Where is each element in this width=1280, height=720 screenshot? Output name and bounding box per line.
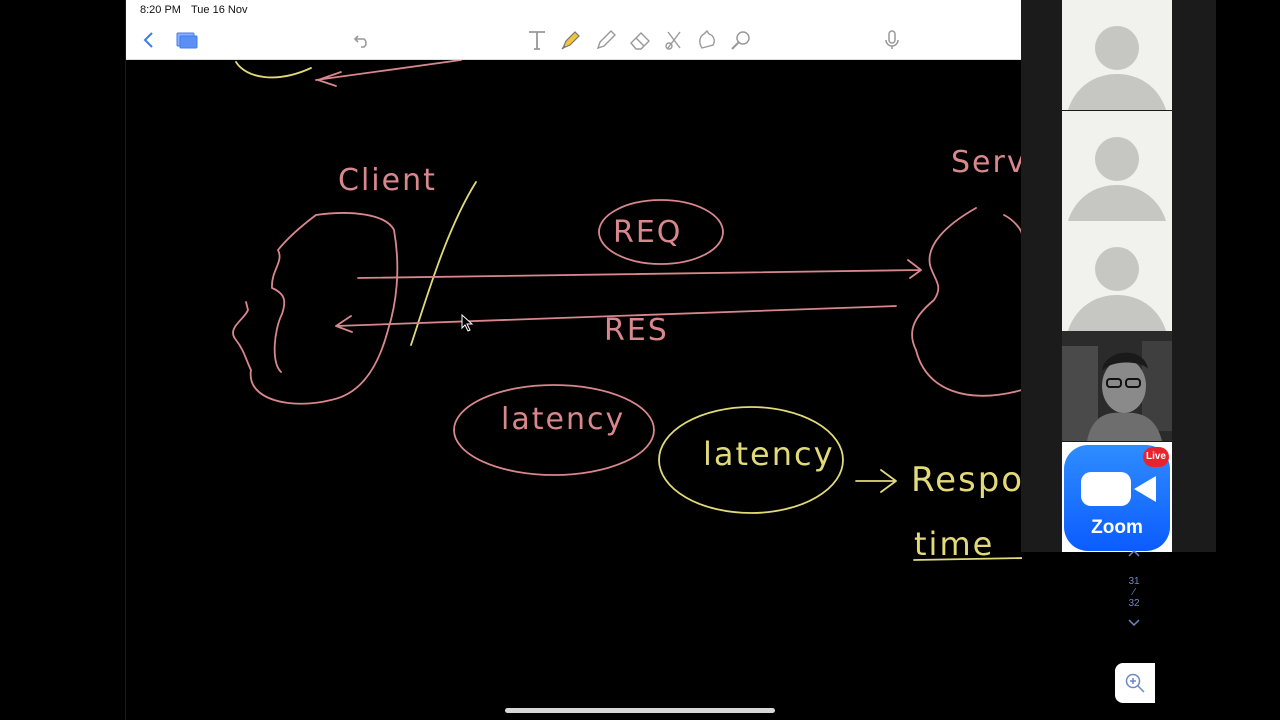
avatar-body (1066, 185, 1168, 221)
lasso-icon (665, 31, 681, 50)
avatar-body (1066, 295, 1168, 331)
status-time: 8:20 PM (140, 4, 181, 16)
participant-tile-3[interactable] (1062, 221, 1172, 331)
page-separator: ⁄ (1133, 587, 1135, 598)
ink-drawing (232, 60, 1022, 561)
participant-tile-1[interactable] (1062, 0, 1172, 110)
page-current: 31 (1128, 576, 1140, 587)
pen-button[interactable] (592, 26, 620, 54)
zoom-in-button[interactable] (1115, 663, 1155, 703)
client-head-outline (232, 212, 399, 405)
zoom-in-icon (1125, 673, 1145, 693)
pages-icon (176, 32, 198, 49)
label-time: time (914, 525, 995, 563)
latency-circle-pink (453, 384, 655, 476)
status-date: Tue 16 Nov (191, 4, 248, 16)
mouse-cursor-icon (461, 314, 474, 332)
request-arrow (357, 259, 922, 279)
label-req: REQ (613, 215, 683, 250)
ink-arrow-top (315, 60, 462, 87)
chevron-down-icon[interactable] (1124, 619, 1144, 630)
zoom-camera-lens (1134, 476, 1156, 502)
microphone-icon (885, 30, 899, 49)
text-tool-button[interactable] (523, 26, 551, 54)
avatar-head (1095, 26, 1139, 70)
zoom-tool-button[interactable] (727, 26, 755, 54)
back-button[interactable] (135, 26, 163, 54)
lasso-button[interactable] (660, 26, 688, 54)
latency-circle-yellow (658, 406, 844, 514)
avatar-body (1066, 74, 1168, 110)
chevron-up-icon[interactable] (1124, 549, 1144, 560)
text-tool-icon (529, 31, 545, 50)
shape-icon (699, 29, 715, 49)
page-indicator[interactable]: 31 ⁄ 32 (1124, 545, 1144, 655)
back-icon (143, 32, 153, 48)
zoom-tool-icon (731, 31, 750, 50)
label-latency-yellow: latency (703, 435, 835, 473)
eraser-button[interactable] (626, 26, 654, 54)
zoom-app-tile[interactable]: Zoom Live (1062, 442, 1172, 552)
label-client: Client (338, 163, 437, 198)
pen-icon (596, 30, 616, 50)
avatar-head (1095, 247, 1139, 291)
response-arrow (335, 305, 897, 333)
presenter-video-frame (1062, 331, 1172, 441)
participant-tile-2[interactable] (1062, 111, 1172, 221)
highlighter-button[interactable] (557, 26, 585, 54)
label-server: Serv (951, 145, 1027, 180)
shape-button[interactable] (693, 26, 721, 54)
presenter-video[interactable] (1062, 331, 1172, 441)
zoom-participants-panel: Zoom Live (1021, 0, 1216, 552)
eraser-icon (630, 32, 650, 50)
undo-icon (353, 35, 367, 48)
highlighter-icon (561, 31, 580, 50)
drawing-toolbar (126, 20, 1022, 60)
response-time-arrow (855, 469, 897, 493)
label-res: RES (604, 313, 669, 348)
server-head-top (1003, 214, 1022, 236)
zoom-label: Zoom (1091, 517, 1143, 538)
undo-button[interactable] (348, 26, 376, 54)
live-badge: Live (1143, 447, 1169, 467)
status-bar: 8:20 PM Tue 16 Nov (126, 0, 1022, 20)
label-response: Respo (911, 460, 1025, 500)
pages-button[interactable] (173, 26, 201, 54)
ink-divider-stroke (410, 181, 477, 346)
home-indicator[interactable] (505, 708, 775, 713)
time-underline (913, 557, 1022, 561)
req-circle (598, 199, 724, 265)
notes-app: 8:20 PM Tue 16 Nov (125, 0, 1156, 720)
drawing-canvas[interactable]: Client Serv REQ RES latency latency Resp… (126, 60, 1025, 720)
ink-stroke-top-yellow (235, 61, 312, 79)
microphone-button[interactable] (878, 26, 906, 54)
server-head-outline (911, 207, 1022, 397)
zoom-camera-shape (1081, 472, 1131, 506)
avatar-head (1095, 137, 1139, 181)
label-latency-pink: latency (501, 402, 626, 437)
page-total: 32 (1128, 598, 1140, 609)
